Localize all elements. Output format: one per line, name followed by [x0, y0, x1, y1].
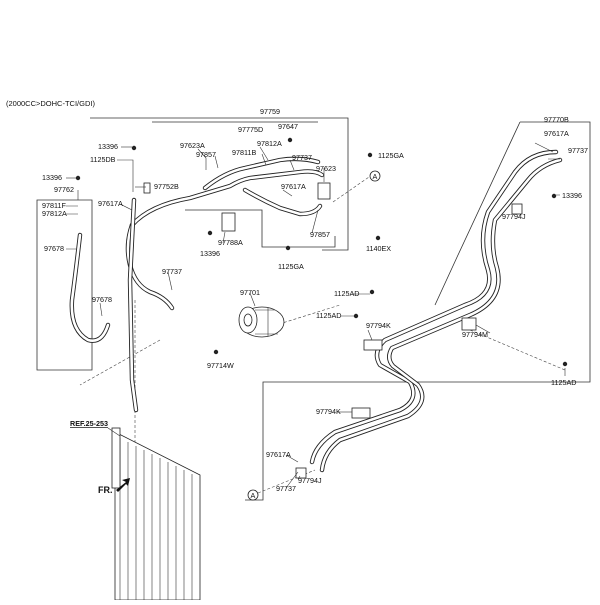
bolt-97647 — [287, 137, 293, 143]
label-13396-right[interactable]: 13396 — [562, 191, 582, 200]
bolt-1125ad-a — [369, 289, 375, 295]
label-97752b[interactable]: 97752B — [154, 182, 179, 191]
part-labels: 97759 97775D 97647 13396 1125DB 97623A 9… — [42, 107, 588, 493]
right-assembly-left-edge — [434, 121, 521, 306]
left-bracket-frame — [36, 199, 93, 371]
label-13396-left[interactable]: 13396 — [42, 173, 62, 182]
clamp-97794k-b — [351, 407, 371, 419]
label-1125ad-right[interactable]: 1125AD — [551, 378, 576, 387]
dash-right-low — [469, 329, 566, 371]
label-97617a-bot[interactable]: 97617A — [266, 450, 291, 459]
label-97812a-left[interactable]: 97812A — [42, 209, 67, 218]
bolt-1125ad-right — [562, 361, 568, 367]
label-97714w[interactable]: 97714W — [207, 361, 234, 370]
label-97788a[interactable]: 97788A — [218, 238, 243, 247]
switch-97623 — [317, 182, 331, 200]
clamp-97794k-a — [363, 339, 383, 351]
label-97623[interactable]: 97623 — [316, 164, 336, 173]
bolt-1125ad-b — [353, 313, 359, 319]
marker-a-bottom: A — [247, 489, 259, 501]
label-13396-mid[interactable]: 13396 — [200, 249, 220, 258]
label-97857-top[interactable]: 97857 — [196, 150, 216, 159]
label-97737-bot[interactable]: 97737 — [276, 484, 296, 493]
label-1140ex[interactable]: 1140EX — [366, 244, 391, 253]
bolt-13396-mid — [207, 230, 213, 236]
condenser — [111, 427, 201, 601]
label-97794k-b[interactable]: 97794K — [316, 407, 341, 416]
marker-a-top-label: A — [373, 172, 378, 181]
label-97811f[interactable]: 97811F — [42, 201, 66, 210]
label-97770b[interactable]: 97770B — [544, 115, 569, 124]
front-direction-indicator: FR. — [98, 478, 130, 495]
label-97678-left[interactable]: 97678 — [44, 244, 64, 253]
label-97678-low[interactable]: 97678 — [92, 295, 112, 304]
label-97617a-left[interactable]: 97617A — [98, 199, 123, 208]
marker-a-top: A — [369, 170, 381, 182]
label-97701[interactable]: 97701 — [240, 288, 260, 297]
pipe-group — [69, 149, 563, 473]
label-13396-top[interactable]: 13396 — [98, 142, 118, 151]
bolt-13396-top — [131, 145, 137, 151]
clamp-97794j-bot — [295, 467, 307, 479]
label-1125ad-a[interactable]: 1125AD — [334, 289, 359, 298]
sensor-97788a — [221, 212, 236, 232]
bolt-13396-right — [551, 193, 557, 199]
bolt-97714w — [213, 349, 219, 355]
engine-spec-label: (2000CC>DOHC-TCI/GDI) — [6, 99, 95, 108]
label-97857-bot[interactable]: 97857 — [310, 230, 330, 239]
label-97794j-right[interactable]: 97794J — [502, 212, 526, 221]
ref-label[interactable]: REF.25-253 — [70, 419, 108, 428]
dash-compressor-left — [79, 339, 161, 386]
front-label: FR. — [98, 485, 113, 495]
bolt-1125ga-top — [367, 152, 373, 158]
bolt-1125ga-mid — [285, 245, 291, 251]
front-arrow-icon — [116, 478, 130, 492]
label-97811b[interactable]: 97811B — [232, 148, 256, 157]
compressor — [238, 306, 285, 338]
dash-compressor-right — [259, 304, 341, 331]
label-97623a[interactable]: 97623A — [180, 141, 205, 150]
label-97812a-mid[interactable]: 97812A — [257, 139, 282, 148]
label-97794j-bot[interactable]: 97794J — [298, 476, 322, 485]
clamp-97794m — [461, 317, 477, 331]
label-1125ga-top[interactable]: 1125GA — [378, 151, 404, 160]
mid-box-frame — [185, 209, 336, 248]
bolt-13396-left — [75, 175, 81, 181]
bolt-1140ex — [375, 235, 381, 241]
label-97759[interactable]: 97759 — [260, 107, 280, 116]
label-97737-top[interactable]: 97737 — [292, 153, 312, 162]
label-97647[interactable]: 97647 — [278, 122, 298, 131]
label-97794m[interactable]: 97794M — [462, 330, 488, 339]
clamp-97794j-right — [511, 203, 523, 215]
label-97617a-mid[interactable]: 97617A — [281, 182, 306, 191]
right-assembly-frame — [245, 121, 591, 501]
dash-a-top — [332, 176, 370, 203]
leader-lines — [66, 142, 566, 489]
label-97737-right[interactable]: 97737 — [568, 146, 588, 155]
label-1125ad-b[interactable]: 1125AD — [316, 311, 341, 320]
label-1125db[interactable]: 1125DB — [90, 155, 116, 164]
marker-a-bottom-label: A — [251, 491, 256, 500]
label-1125ga-mid[interactable]: 1125GA — [278, 262, 304, 271]
top-assembly-frame — [90, 117, 349, 251]
part-97752b — [143, 182, 151, 194]
label-97617a-right[interactable]: 97617A — [544, 129, 569, 138]
label-97775d[interactable]: 97775D — [238, 125, 263, 134]
label-97794k-a[interactable]: 97794K — [366, 321, 391, 330]
label-97762[interactable]: 97762 — [54, 185, 74, 194]
label-97737-mid[interactable]: 97737 — [162, 267, 182, 276]
